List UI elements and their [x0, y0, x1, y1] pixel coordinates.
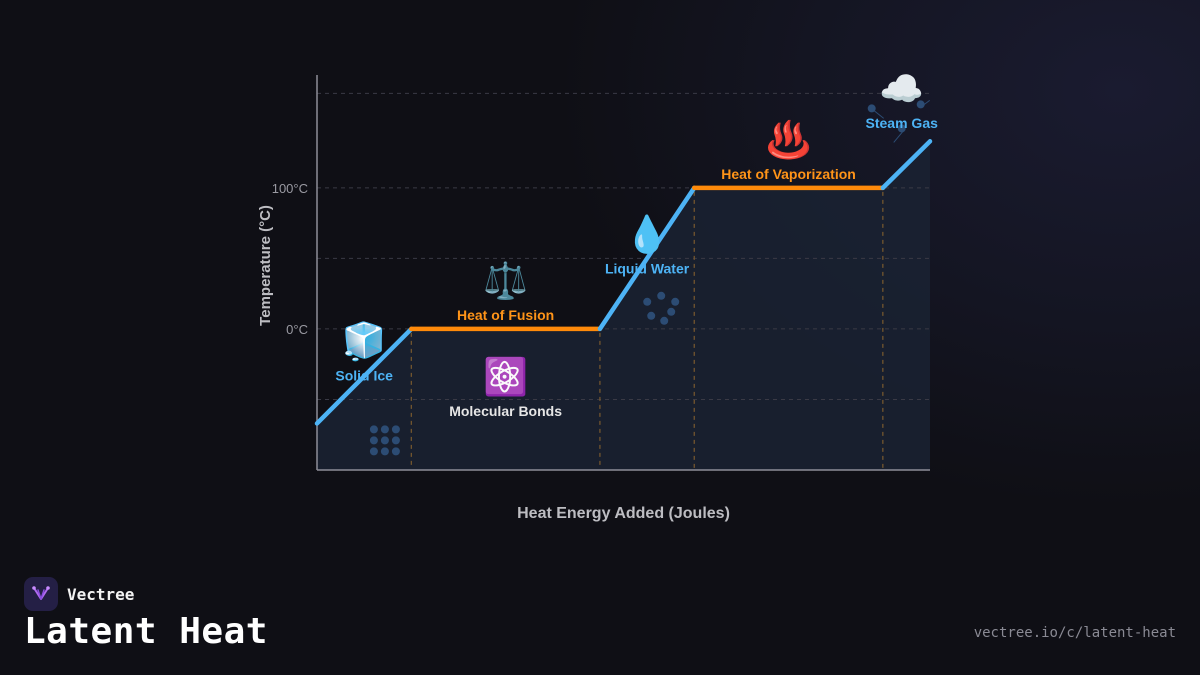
ice-cube-icon: 🧊 [342, 320, 387, 362]
heat-of-fusion-label: Heat of Fusion [457, 307, 554, 323]
water-molecule-dot [657, 291, 666, 300]
temperature-rise-segment [314, 326, 414, 426]
curve-area [317, 141, 930, 470]
ice-molecule-dot [380, 447, 389, 456]
ice-molecule-dot [369, 447, 378, 456]
page-url: vectree.io/c/latent-heat [973, 625, 1176, 641]
water-molecule-dot [647, 311, 656, 320]
water-molecule-dot [660, 316, 669, 325]
brand: Vectree [24, 577, 134, 611]
solid-ice-label: Solid Ice [335, 367, 393, 383]
steam-trail [893, 130, 905, 143]
water-molecule-dot [643, 297, 652, 306]
ice-molecule-dot [391, 447, 400, 456]
heat-of-vaporization-label: Heat of Vaporization [721, 166, 856, 182]
ice-molecule-dot [380, 436, 389, 445]
temperature-rise-segment [880, 139, 933, 191]
y-tick-label: 100°C [272, 181, 308, 196]
molecular-bonds-label: Molecular Bonds [449, 403, 562, 419]
y-axis-label: Temperature (°C) [257, 205, 274, 326]
ice-molecule-dot [369, 436, 378, 445]
ice-molecule-dot [391, 436, 400, 445]
x-axis-label: Heat Energy Added (Joules) [517, 505, 730, 522]
steam-gas-label: Steam Gas [866, 115, 939, 131]
steam-trail [873, 110, 885, 119]
atom-icon: ⚛️ [483, 356, 528, 398]
page-title: Latent Heat [24, 611, 268, 652]
ice-molecule-dot [380, 425, 389, 434]
steam-molecule-dot [867, 104, 876, 113]
water-molecule-dot [671, 297, 680, 306]
ice-molecule-dot [391, 425, 400, 434]
temperature-rise-segment [597, 185, 697, 332]
brand-name: Vectree [67, 584, 135, 604]
ice-molecule-dot [369, 425, 378, 434]
liquid-water-label: Liquid Water [605, 260, 690, 276]
water-molecule-dot [667, 307, 676, 316]
droplet-icon: 💧 [625, 213, 670, 255]
y-tick-label: 0°C [286, 322, 308, 337]
scales-icon: ⚖️ [483, 260, 528, 302]
cloud-icon: ☁️ [879, 69, 924, 110]
vectree-logo-icon [24, 577, 58, 611]
steam-molecule-dot [916, 100, 925, 109]
steam-molecule-dot [897, 124, 906, 133]
hot-springs-icon: ♨️ [766, 119, 811, 161]
